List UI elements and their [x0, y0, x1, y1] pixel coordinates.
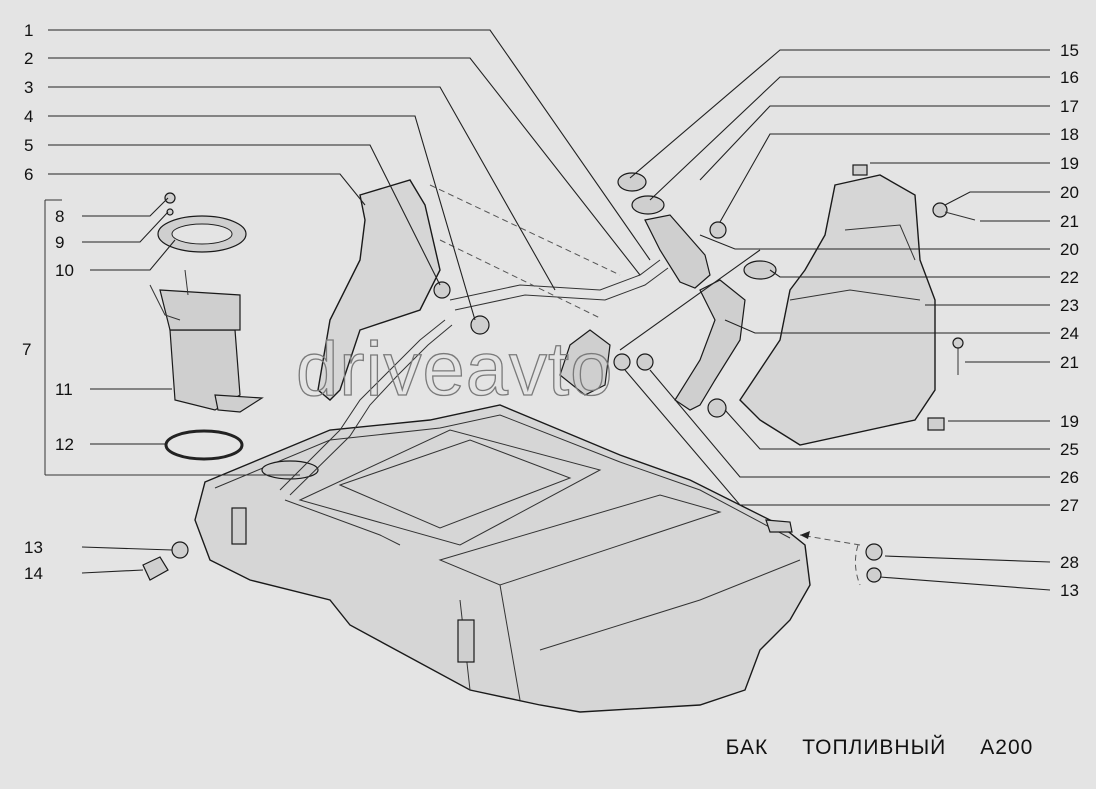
- caption-word-tank: БАК: [725, 736, 769, 759]
- watermark-text: driveavto: [296, 327, 613, 412]
- callout-1: 1: [24, 21, 33, 40]
- callout-21b: 21: [1060, 353, 1079, 372]
- callout-28: 28: [1060, 553, 1079, 572]
- callout-6: 6: [24, 165, 33, 184]
- callout-8: 8: [55, 207, 64, 226]
- caption-code: А200: [980, 736, 1034, 759]
- filler-neck-assembly: [449, 164, 976, 446]
- callout-13b: 13: [1060, 581, 1079, 600]
- callout-7: 7: [22, 340, 31, 359]
- callout-3: 3: [24, 78, 33, 97]
- callout-24: 24: [1060, 324, 1079, 343]
- callout-5: 5: [24, 136, 33, 155]
- callout-20: 20: [1060, 183, 1079, 202]
- callout-19: 19: [1060, 154, 1079, 173]
- callout-27: 27: [1060, 496, 1079, 515]
- callout-2: 2: [24, 49, 33, 68]
- callouts-right: 15 16 17 18 19 20 21 20 22 23 24 21 19 2…: [1060, 41, 1079, 600]
- fuel-pump-module: [44, 192, 300, 476]
- callout-18: 18: [1060, 125, 1079, 144]
- callout-20b: 20: [1060, 240, 1079, 259]
- fuel-tank: [194, 319, 811, 713]
- callout-25: 25: [1060, 440, 1079, 459]
- callout-12: 12: [55, 435, 74, 454]
- callout-17: 17: [1060, 97, 1079, 116]
- callout-19b: 19: [1060, 412, 1079, 431]
- mounting-hardware: [142, 531, 883, 586]
- callout-26: 26: [1060, 468, 1079, 487]
- callout-23: 23: [1060, 296, 1079, 315]
- callout-14: 14: [24, 564, 43, 583]
- callout-15: 15: [1060, 41, 1079, 60]
- leader-lines: [48, 29, 1051, 591]
- callout-4: 4: [24, 107, 33, 126]
- heat-shield: [317, 179, 490, 401]
- callout-22: 22: [1060, 268, 1079, 287]
- callout-9: 9: [55, 233, 64, 252]
- callout-16: 16: [1060, 68, 1079, 87]
- caption-word-fuel: ТОПЛИВНЫЙ: [802, 736, 947, 759]
- callout-10: 10: [55, 261, 74, 280]
- callouts-left: 1 2 3 4 5 6 7 8 9 10 11 12 13 14: [22, 21, 74, 583]
- callout-13: 13: [24, 538, 43, 557]
- diagram-caption: БАК ТОПЛИВНЫЙ А200: [712, 712, 1033, 760]
- assembly-lines: [429, 184, 621, 319]
- callout-21: 21: [1060, 212, 1079, 231]
- callout-11: 11: [55, 380, 73, 399]
